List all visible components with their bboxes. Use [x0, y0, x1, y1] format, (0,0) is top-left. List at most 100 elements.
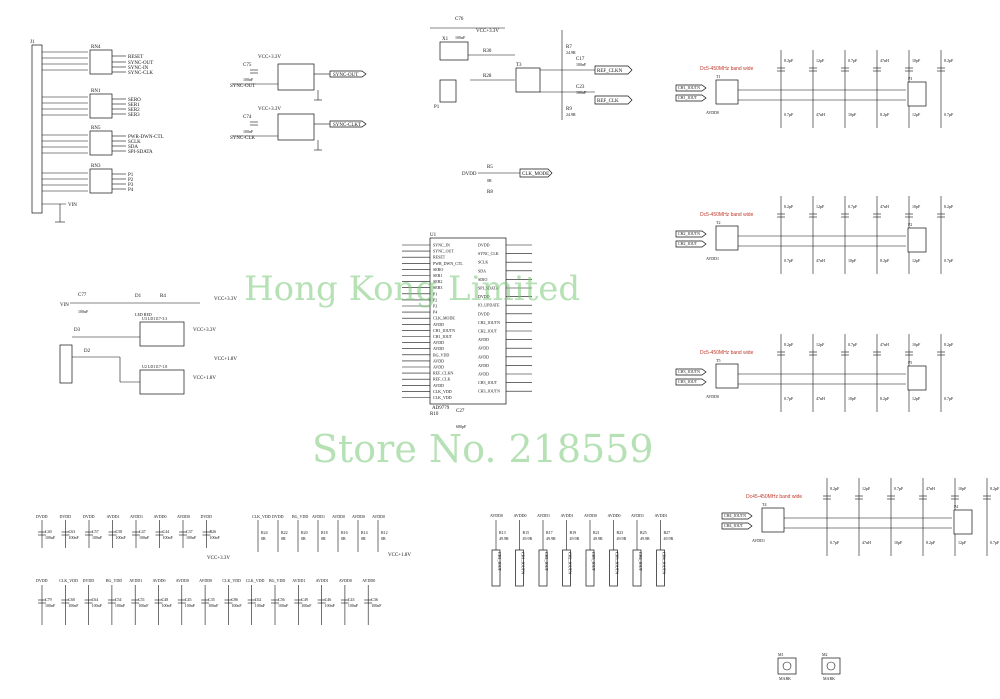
- cap-value: 100nF: [115, 603, 126, 608]
- ic-pin-label: CH3_IOUT: [478, 380, 498, 385]
- supply-label: AVDD0: [176, 578, 189, 583]
- rn-ref: RN3: [91, 164, 101, 169]
- clk-net: REF_CLK: [597, 99, 619, 104]
- filter-value: 47nH: [880, 342, 889, 347]
- ic-ref: U1: [430, 233, 437, 238]
- net-label: CH3_IOUT: [591, 552, 596, 572]
- resistor-ref: R30: [483, 49, 492, 54]
- part-value: 100nF: [576, 90, 587, 95]
- supply-label: AVDD0: [177, 514, 190, 519]
- filter-value: 8.2pF: [784, 204, 794, 209]
- cap-value: 100nF: [78, 309, 89, 314]
- supply-label: CLK_VDD: [252, 514, 271, 519]
- ic-pin-label: IO_UPDATE: [478, 303, 500, 308]
- ic-pin-label: AVDD: [433, 340, 444, 345]
- supply-label: DVDD: [201, 514, 213, 519]
- ic-pin-label: SPI_SDATA: [478, 286, 498, 291]
- cap-ref: C63: [69, 529, 76, 534]
- diode-ref: D2: [84, 349, 91, 354]
- filter-value: 12pF: [912, 396, 921, 401]
- ic-pin-label: DVDD: [478, 294, 490, 299]
- filter-value: 0.7pF: [848, 58, 858, 63]
- cap-ref: R26: [210, 529, 217, 534]
- cap-value: 100nF: [325, 603, 336, 608]
- filter-value: 12pF: [862, 486, 871, 491]
- ic-pin-label: AVDD: [478, 354, 489, 359]
- connector-ref: P3: [908, 76, 912, 81]
- clock-block: C76 100nF VCC+3.3V X1 R30 R28 T3 P1 R7 2…: [430, 17, 633, 120]
- resistor-value: 49.9R: [546, 536, 556, 541]
- filter-value: 10pF: [894, 540, 903, 545]
- resistor-value: 49.9R: [664, 536, 674, 541]
- sync-buffer-2: VCC+3.3V C74 100nF SYNC-CLK SYNC-CLKT: [230, 107, 367, 151]
- connector-ref: P1: [434, 105, 440, 110]
- supply-label: CLK_VDD: [246, 578, 265, 583]
- cap-ref: C48: [162, 597, 169, 602]
- filter-value: 47nH: [862, 540, 871, 545]
- filter-value: 12pF: [912, 258, 921, 263]
- supply-label: AVDD0: [490, 513, 503, 518]
- part-value: 24.9R: [566, 112, 576, 117]
- filter-value: 10pF: [848, 396, 857, 401]
- supply-label: AVDD1: [631, 513, 644, 518]
- resistor-value: 49.9R: [570, 536, 580, 541]
- cap-ref: C54: [115, 597, 122, 602]
- net-label: CH1_IOUTN: [521, 552, 526, 574]
- connector-ref: P2: [908, 222, 912, 227]
- cap-value: 100nF: [243, 77, 254, 82]
- resistor-ref: R16: [341, 530, 348, 535]
- resistor-ref: R8: [487, 190, 493, 195]
- net-label: CH3_IOUTN: [615, 552, 620, 574]
- filter-value: 8.2pF: [880, 396, 890, 401]
- ic-pin-label: SYNC_IN: [433, 243, 450, 248]
- supply-label: DVDD: [462, 172, 477, 177]
- net-label: SCLK: [128, 140, 141, 145]
- resistor-network-rn4: RN4 RESET SYNC-OUT SYNC-IN SYNC-CLK: [89, 45, 153, 76]
- filter-value: 12pF: [816, 342, 825, 347]
- supply-label: AVDD1: [655, 513, 668, 518]
- cap-ref: C86: [231, 597, 238, 602]
- ic-pin-label: P2: [433, 297, 437, 302]
- ic-pin-label: P3: [433, 304, 437, 309]
- supply-label: AVDD0: [584, 513, 597, 518]
- resistor-ref: R13: [499, 530, 506, 535]
- filter-value: 0.7pF: [944, 396, 954, 401]
- connector-j1: J1 VIN: [30, 40, 88, 223]
- ic-pin-label: CLK_VDD: [433, 395, 452, 400]
- filter-value: 8.2pF: [880, 258, 890, 263]
- ic-pin-label: CH3_IOUTN: [478, 389, 500, 394]
- cap-ref: C51: [138, 597, 145, 602]
- cap-ref: C37: [186, 529, 193, 534]
- channel-input: CH4_IOUTN: [724, 513, 746, 518]
- resistor-value: 49.9R: [640, 536, 650, 541]
- net-label: SPI-SDATA: [128, 150, 153, 155]
- ic-pin-label: P1: [433, 291, 437, 296]
- supply-label: VCC+3.3V: [476, 29, 499, 34]
- filter-value: 47nH: [816, 112, 825, 117]
- supply-label: VCC+3.3V: [258, 55, 281, 60]
- resistor-value: 0R: [341, 536, 346, 541]
- rail-label: VCC+3.3V: [207, 556, 230, 561]
- filter-channel: Dc5-450MHz band wideCH1_IOUTNCH1_IOUTT1A…: [675, 50, 954, 128]
- filter-value: 47nH: [880, 204, 889, 209]
- resistor-ref: R17: [546, 530, 553, 535]
- resistor-ref: R10: [430, 412, 439, 417]
- supply-label: AVDD1: [537, 513, 550, 518]
- filter-value: 10pF: [848, 258, 857, 263]
- resistor-value: 49.9R: [499, 536, 509, 541]
- filter-value: 12pF: [958, 540, 967, 545]
- led-label: LED RED: [135, 312, 152, 317]
- net-label: SDA: [128, 145, 138, 150]
- sync-buffer-1: VCC+3.3V C75 100nF SYNC-OUT SYNC-OUT: [230, 55, 367, 101]
- cap-ref: C44: [163, 529, 170, 534]
- band-note: Dc5-450MHz band wide: [700, 212, 754, 218]
- supply-label: DVDD: [272, 514, 284, 519]
- ic-pin-label: AVDD: [433, 322, 444, 327]
- filter-value: 0.7pF: [830, 540, 840, 545]
- cap-value: 100nF: [278, 603, 289, 608]
- decoupling-row-1: DVDDC40100nFDVDDC63100nFDVDDC57100nFAVDD…: [36, 514, 221, 548]
- net-label: SYNC-OUT: [128, 61, 153, 66]
- supply-label: AVDD0: [332, 514, 345, 519]
- band-note: Dc5-450MHz band wide: [700, 350, 754, 356]
